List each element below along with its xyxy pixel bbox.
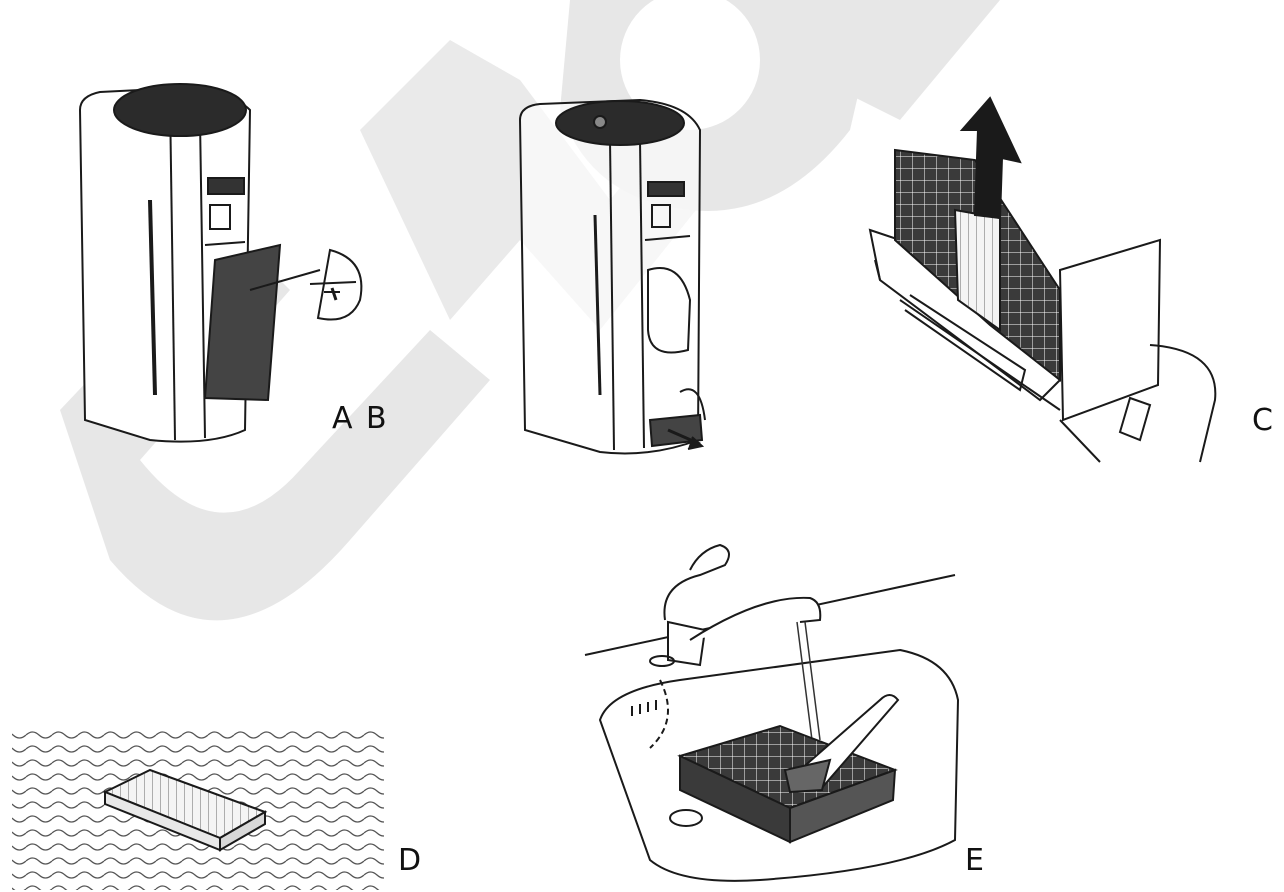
- label-b: B: [366, 404, 387, 434]
- unit-b-illustration: [520, 100, 705, 454]
- label-a: A: [332, 404, 353, 434]
- label-d: D: [398, 846, 421, 876]
- filter-removal-c-illustration: [870, 98, 1215, 462]
- label-e: E: [965, 846, 984, 876]
- filter-rinsing-e-illustration: [585, 545, 958, 881]
- unit-a-illustration: [80, 84, 361, 442]
- label-c: C: [1252, 406, 1273, 436]
- filter-soaking-d-illustration: [12, 730, 384, 890]
